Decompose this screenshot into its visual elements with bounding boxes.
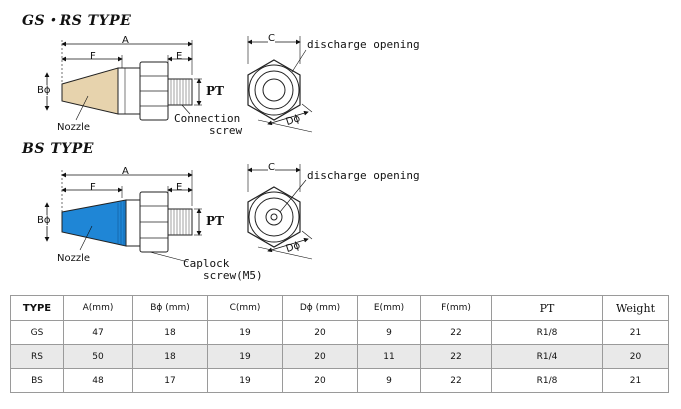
- cell-b: 18: [132, 320, 208, 345]
- cell-f: 22: [420, 368, 492, 393]
- bs-type-title: BS TYPE: [22, 141, 94, 157]
- bs-nozzle-label: Nozzle: [57, 253, 91, 264]
- connection-screw-label-line2: screw: [209, 124, 243, 137]
- gs-dim-f-label: F: [90, 51, 96, 62]
- cell-e: 9: [357, 368, 421, 393]
- gs-rs-front-view: [247, 36, 313, 133]
- cell-f: 22: [420, 320, 492, 345]
- bs-discharge-label: discharge opening: [307, 169, 420, 182]
- table-row: BS 48 17 19 20 9 22 R1/8 21: [10, 368, 669, 393]
- header-pt: PT: [491, 295, 603, 321]
- cell-d: 20: [282, 344, 358, 369]
- gs-dim-b-label: Bϕ: [37, 85, 51, 96]
- cell-type: GS: [10, 320, 64, 345]
- bs-dim-a-label: A: [122, 166, 129, 177]
- dim-d-line: [267, 110, 309, 126]
- bs-dim-b-label: Bϕ: [37, 215, 51, 226]
- header-e: E(mm): [357, 295, 421, 321]
- cell-weight: 21: [602, 320, 669, 345]
- cell-c: 19: [207, 344, 283, 369]
- cell-weight: 21: [602, 368, 669, 393]
- cell-type: RS: [10, 344, 64, 369]
- cell-a: 47: [63, 320, 133, 345]
- header-f: F(mm): [420, 295, 492, 321]
- gs-discharge-label: discharge opening: [307, 38, 420, 51]
- cell-d: 20: [282, 368, 358, 393]
- nozzle-drawings: [44, 36, 313, 263]
- cell-pt: R1/8: [491, 368, 603, 393]
- cell-b: 18: [132, 344, 208, 369]
- bs-front-view: [247, 164, 313, 260]
- gs-rs-side-view: [44, 40, 202, 121]
- bs-nozzle-cone: [61, 199, 127, 247]
- cell-weight: 20: [602, 344, 669, 369]
- cell-pt: R1/4: [491, 344, 603, 369]
- cell-c: 19: [207, 368, 283, 393]
- cell-pt: R1/8: [491, 320, 603, 345]
- gs-dim-a-label: A: [122, 35, 129, 46]
- table-row: GS 47 18 19 20 9 22 R1/8 21: [10, 320, 669, 345]
- cell-type: BS: [10, 368, 64, 393]
- cell-e: 11: [357, 344, 421, 369]
- bs-pt-label: PT: [206, 214, 224, 228]
- bs-dim-c-label: C: [268, 162, 275, 173]
- cell-a: 50: [63, 344, 133, 369]
- cell-d: 20: [282, 320, 358, 345]
- gs-nozzle-cone: [61, 67, 119, 115]
- connection-screw-label-line1: Connection: [174, 112, 241, 125]
- bs-dim-f-label: F: [90, 182, 96, 193]
- caplock-screw-label-line1: Caplock: [183, 257, 230, 270]
- gs-dim-c-label: C: [268, 33, 275, 44]
- header-b: Bϕ (mm): [132, 295, 208, 321]
- header-weight: Weight: [602, 295, 669, 321]
- gs-nozzle-label: Nozzle: [57, 122, 91, 133]
- cell-b: 17: [132, 368, 208, 393]
- table-row: RS 50 18 19 20 11 22 R1/4 20: [10, 344, 669, 369]
- header-d: Dϕ (mm): [282, 295, 358, 321]
- cell-e: 9: [357, 320, 421, 345]
- cell-c: 19: [207, 320, 283, 345]
- bs-discharge-opening: [270, 213, 278, 221]
- gs-dim-e-label: E: [176, 51, 183, 62]
- spec-table-header-row: TYPE A(mm) Bϕ (mm) C(mm) Dϕ (mm) E(mm) F…: [10, 295, 669, 321]
- gs-rs-type-title: GS・RS TYPE: [22, 13, 132, 29]
- header-a: A(mm): [63, 295, 133, 321]
- bs-dim-e-label: E: [176, 182, 183, 193]
- header-c: C(mm): [207, 295, 283, 321]
- caplock-screw-label-line2: screw(M5): [203, 269, 263, 282]
- cell-a: 48: [63, 368, 133, 393]
- header-type: TYPE: [10, 295, 64, 321]
- cell-f: 22: [420, 344, 492, 369]
- gs-pt-label: PT: [206, 84, 224, 98]
- gs-discharge-opening: [262, 78, 286, 102]
- bs-side-view: [44, 170, 202, 263]
- spec-table: TYPE A(mm) Bϕ (mm) C(mm) Dϕ (mm) E(mm) F…: [10, 295, 669, 393]
